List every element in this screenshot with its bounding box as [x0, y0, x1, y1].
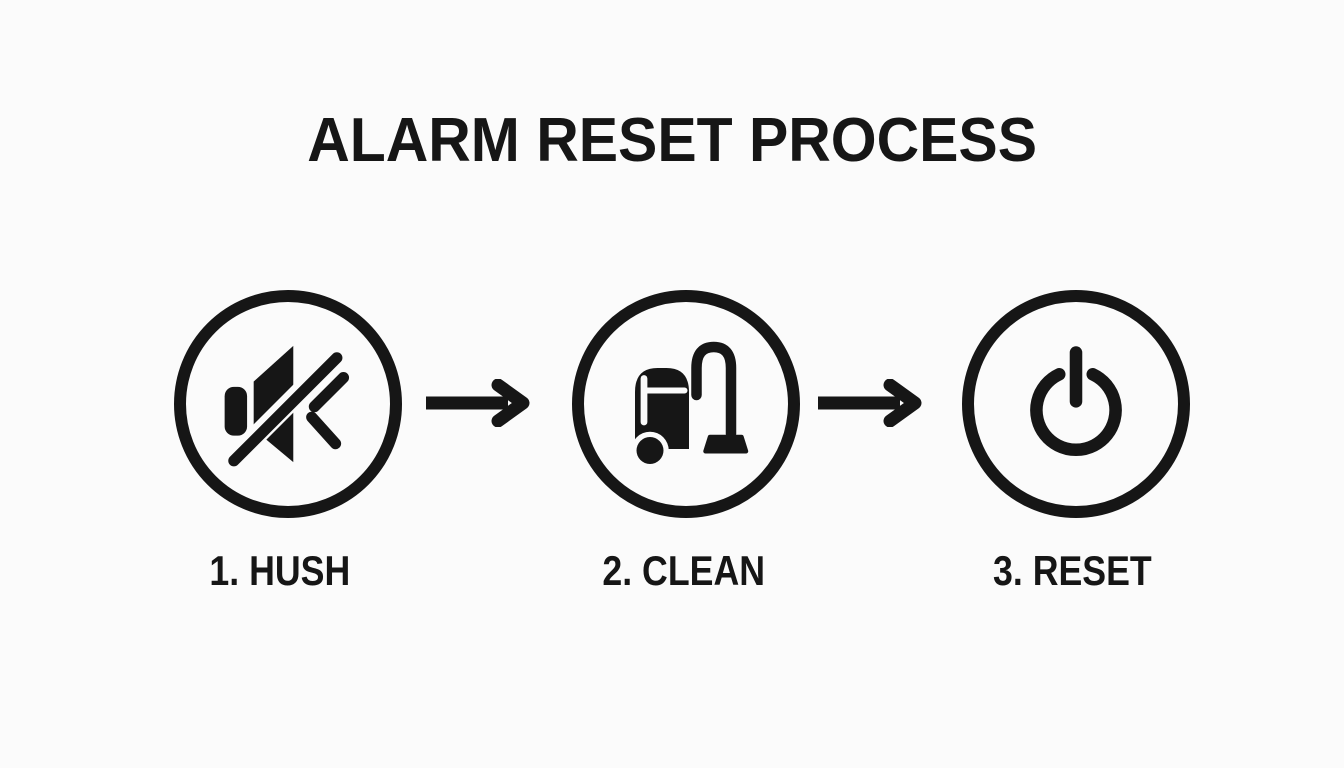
- step-circle-clean: [572, 290, 800, 518]
- step-circle-reset: [962, 290, 1190, 518]
- step-label-reset: 3. RESET: [922, 550, 1222, 592]
- step-label-text: 2. CLEAN: [602, 547, 766, 594]
- step-label-clean: 2. CLEAN: [534, 550, 834, 592]
- step-label-hush: 1. HUSH: [130, 550, 430, 592]
- vacuum-cleaner-icon: [611, 329, 761, 479]
- arrow-right-icon: [426, 379, 546, 427]
- step-circle-hush: [174, 290, 402, 518]
- page-title: ALARM RESET PROCESS: [0, 110, 1344, 172]
- arrow-right-icon: [818, 379, 938, 427]
- step-label-text: 1. HUSH: [209, 547, 351, 594]
- step-label-text: 3. RESET: [992, 547, 1152, 594]
- power-button-icon: [1010, 338, 1142, 470]
- muted-speaker-icon: [222, 338, 354, 470]
- page-title-text: ALARM RESET PROCESS: [307, 106, 1037, 175]
